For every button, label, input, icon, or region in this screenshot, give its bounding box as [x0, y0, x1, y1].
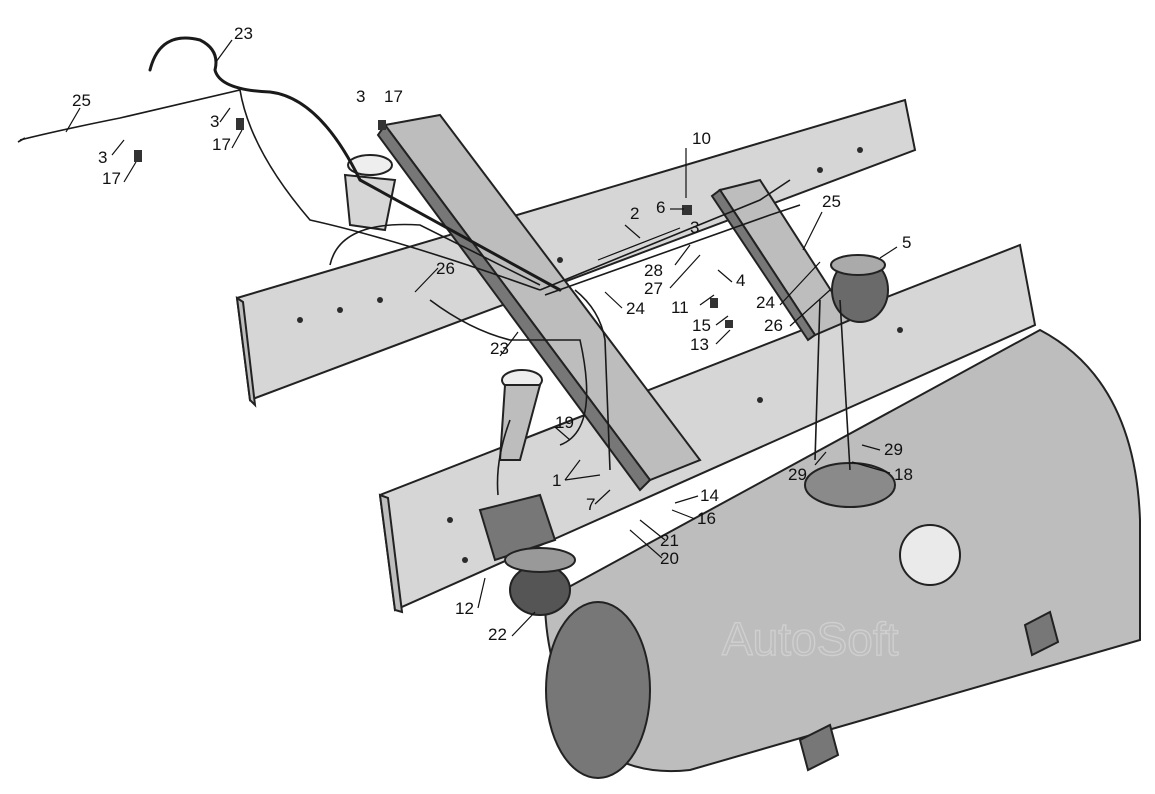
crossmember-front [376, 113, 702, 492]
callout-18: 18 [894, 465, 913, 484]
callout-24-right: 24 [756, 293, 775, 312]
callout-17-mid: 17 [212, 135, 231, 154]
callout-11: 11 [671, 298, 689, 317]
callout-labels: 23 25 3 17 3 17 3 17 10 6 2 3 25 5 28 27… [72, 24, 913, 644]
callout-19: 19 [555, 413, 574, 432]
callout-29-right: 29 [884, 440, 903, 459]
callout-3-left: 3 [98, 148, 107, 167]
fuel-filter [478, 493, 576, 616]
callout-12: 12 [455, 599, 474, 618]
callout-21: 21 [660, 531, 679, 550]
left-mount-bracket [343, 154, 397, 232]
callout-20: 20 [660, 549, 679, 568]
callout-10: 10 [692, 129, 711, 148]
fuel-tank [543, 328, 1141, 779]
callout-17-left: 17 [102, 169, 121, 188]
callout-2: 2 [630, 204, 639, 223]
callout-28: 28 [644, 261, 663, 280]
fuel-lines [17, 36, 851, 496]
filter-bracket [498, 369, 543, 461]
callout-25-right: 25 [822, 192, 841, 211]
callout-6: 6 [656, 198, 665, 217]
callout-1: 1 [552, 471, 561, 490]
callout-23-mid: 23 [490, 339, 509, 358]
callout-5: 5 [902, 233, 911, 252]
callout-22: 22 [488, 625, 507, 644]
callout-27: 27 [644, 279, 663, 298]
callout-15: 15 [692, 316, 711, 335]
callout-24-left: 24 [626, 299, 645, 318]
callout-14: 14 [700, 486, 719, 505]
callout-26-left: 26 [436, 259, 455, 278]
callout-25-left: 25 [72, 91, 91, 110]
callout-3-center: 3 [690, 218, 699, 237]
callout-16: 16 [697, 509, 716, 528]
callout-17-top: 17 [384, 87, 403, 106]
callout-23-top: 23 [234, 24, 253, 43]
leader-lines [65, 39, 898, 637]
frame-rail-upper [235, 98, 917, 408]
callout-7: 7 [586, 495, 595, 514]
callout-29-left: 29 [788, 465, 807, 484]
callout-3-mid: 3 [210, 112, 219, 131]
callout-26-right: 26 [764, 316, 783, 335]
cylinder-item-5 [830, 254, 889, 323]
callout-13: 13 [690, 335, 709, 354]
watermark: AutoSoft [722, 613, 899, 665]
clamps [134, 118, 733, 328]
callout-4: 4 [736, 271, 745, 290]
callout-3-top: 3 [356, 87, 365, 106]
